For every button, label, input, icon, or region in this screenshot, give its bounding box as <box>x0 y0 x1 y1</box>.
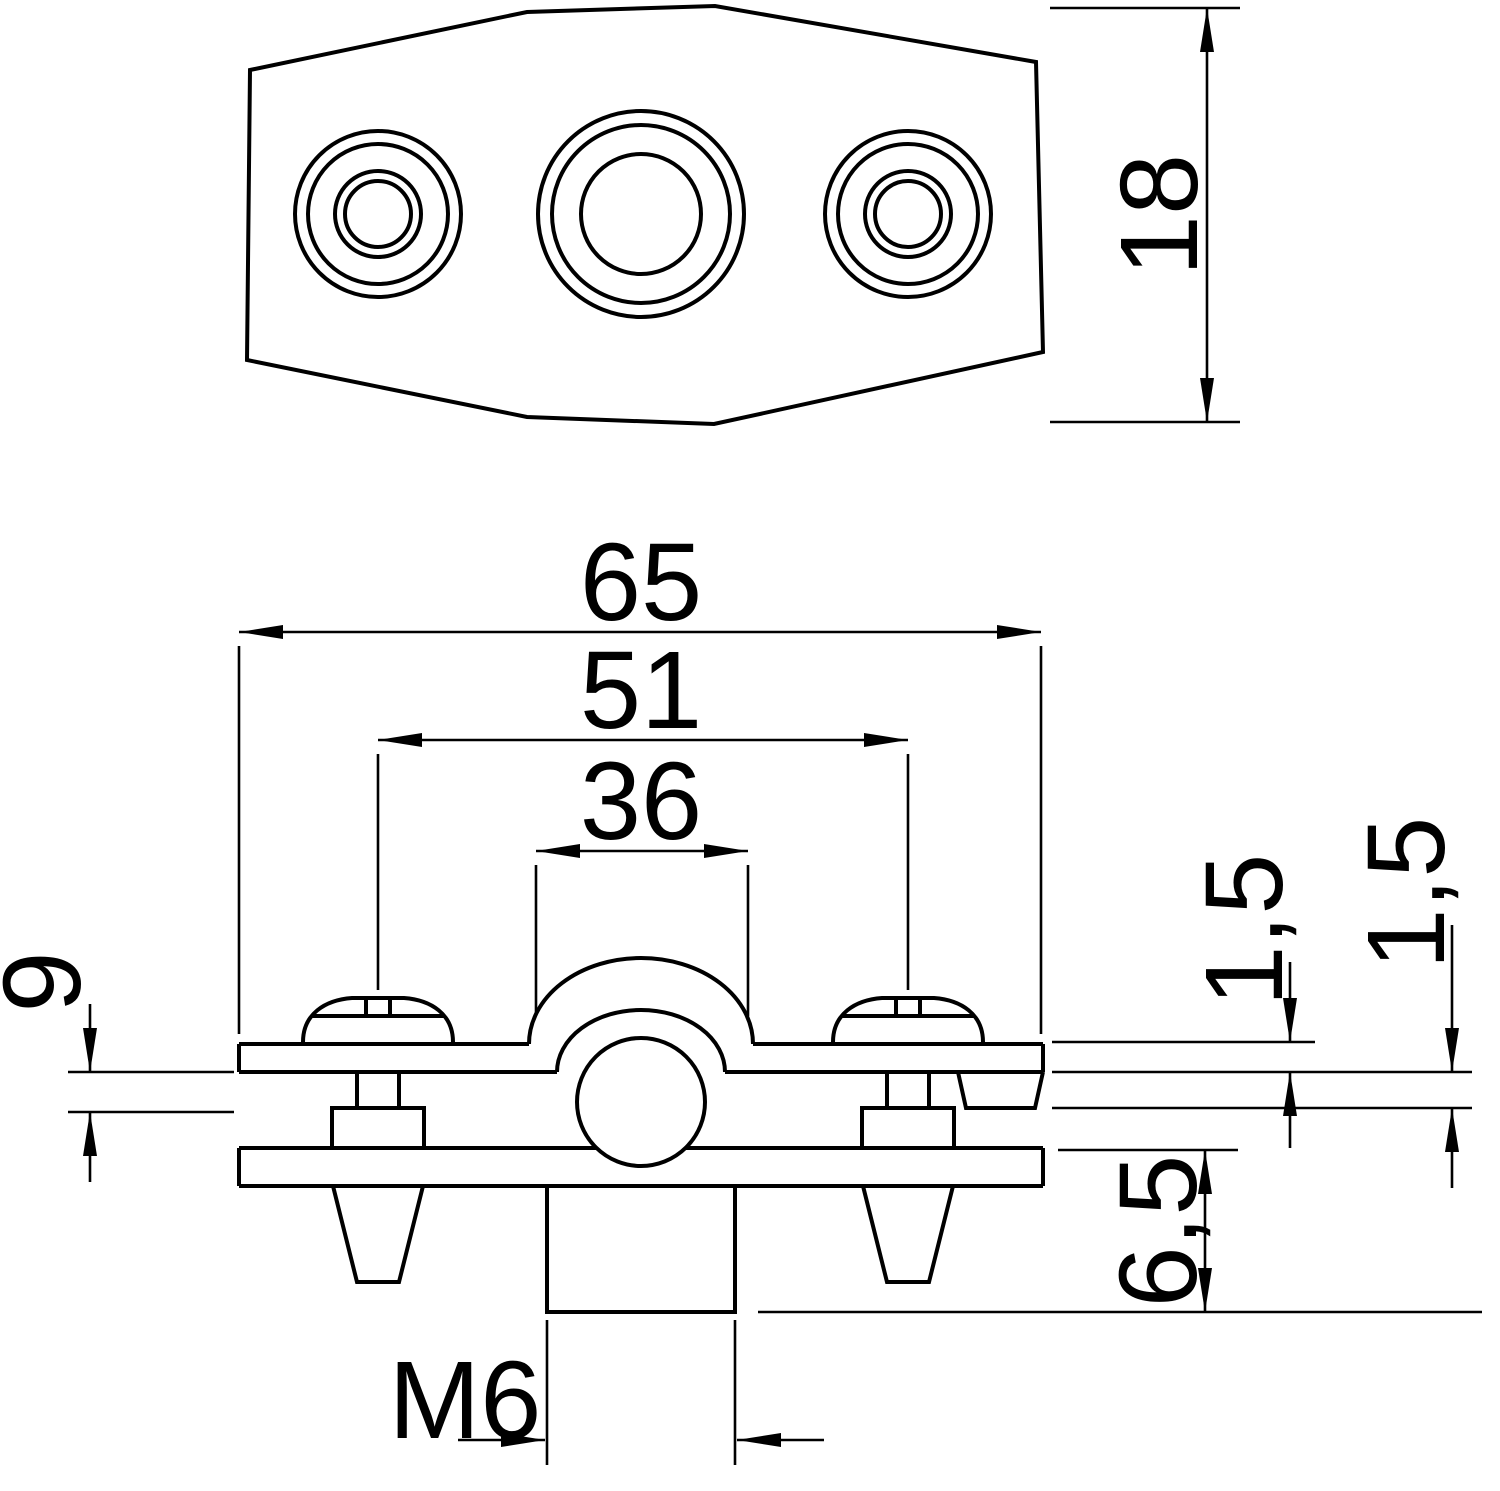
dimension-65: 65 <box>237 521 1043 1034</box>
dim-label-1-5-inner: 1,5 <box>1183 854 1306 1007</box>
dim-label-65: 65 <box>580 521 702 644</box>
dimension-18: 18 <box>1050 6 1240 424</box>
plate-outline <box>244 3 1046 427</box>
left-spacer-foot <box>330 1184 426 1284</box>
front-view <box>237 956 1045 1314</box>
threaded-stud <box>545 1186 737 1314</box>
dimension-1-5-outer: 1,5 <box>1345 817 1468 1188</box>
right-hole <box>823 129 993 299</box>
center-hole <box>536 109 746 319</box>
right-extension-lines <box>758 1040 1482 1314</box>
dim-label-9: 9 <box>0 951 104 1012</box>
dimension-m6: M6 <box>389 1320 824 1465</box>
dimension-36: 36 <box>534 740 750 1016</box>
strap-end-tab <box>956 1071 1045 1110</box>
dimension-6-5: 6,5 <box>1097 1150 1220 1312</box>
dimension-51: 51 <box>376 629 910 990</box>
dim-label-1-5-outer: 1,5 <box>1345 817 1468 970</box>
dimension-1-5-inner: 1,5 <box>1183 854 1306 1148</box>
clamp-strap <box>237 956 1045 1110</box>
dim-label-6-5: 6,5 <box>1097 1155 1220 1308</box>
dimension-9: 9 <box>0 951 234 1182</box>
clamped-rod <box>575 1036 707 1168</box>
right-spacer-foot <box>860 1184 956 1284</box>
dim-label-36: 36 <box>580 740 702 863</box>
dim-label-18: 18 <box>1098 154 1221 276</box>
top-view <box>244 3 1046 427</box>
dim-label-m6: M6 <box>389 1339 542 1462</box>
dim-label-51: 51 <box>580 629 702 752</box>
left-hole <box>293 129 463 299</box>
